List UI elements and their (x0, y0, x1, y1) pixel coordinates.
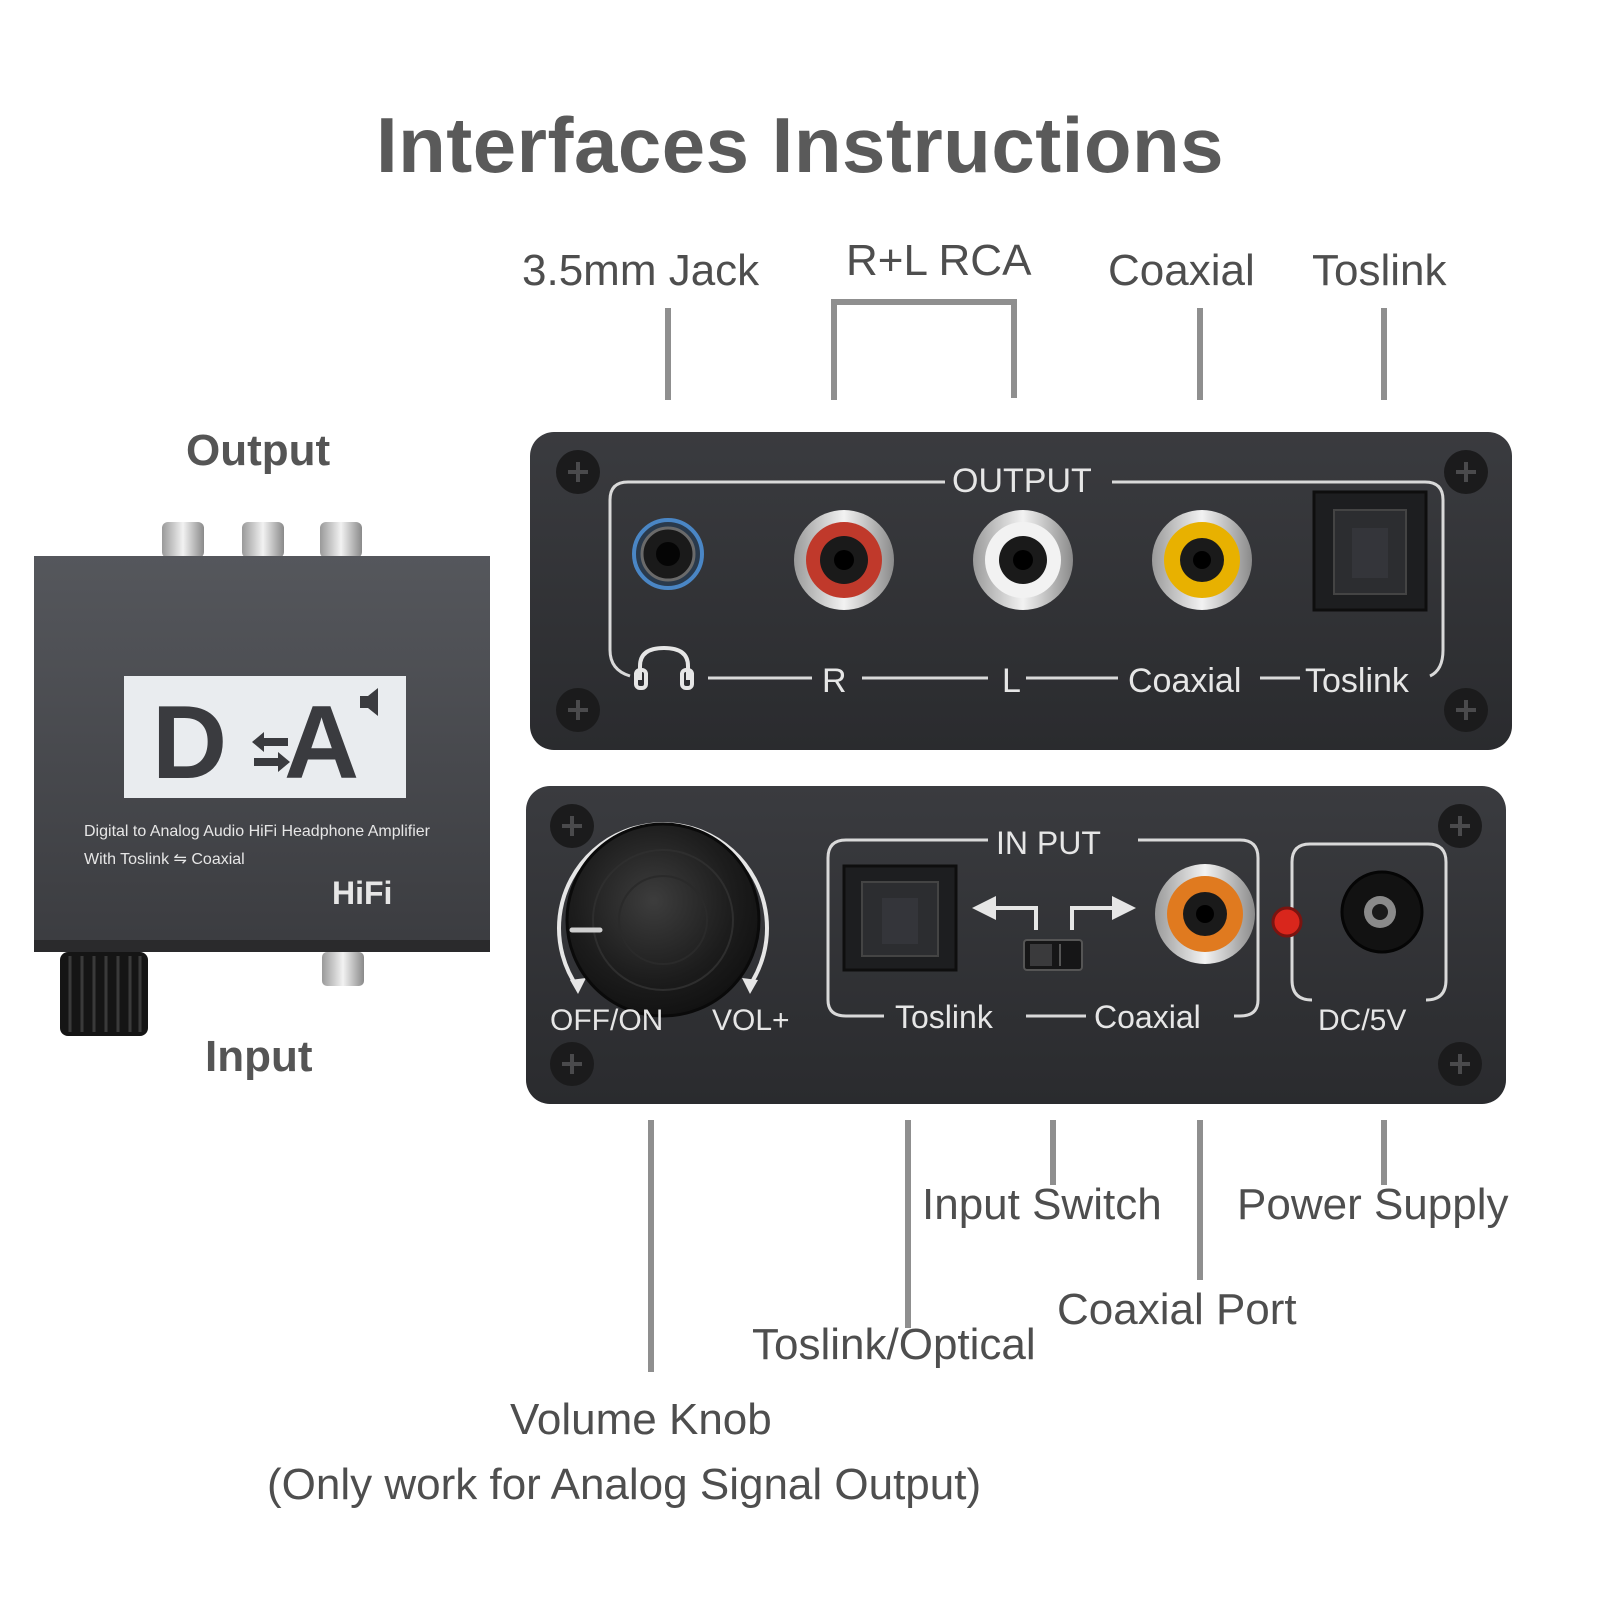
callout-rl-rca: R+L RCA (846, 236, 1032, 285)
input-panel-body (526, 786, 1506, 1104)
product-description-2: With Toslink ⇋ Coaxial (84, 851, 245, 868)
output-label-coaxial: Coaxial (1128, 662, 1241, 700)
coaxial-output-jack (1152, 510, 1252, 610)
dac-logo (124, 676, 406, 798)
output-heading: OUTPUT (952, 462, 1092, 500)
side-output-label: Output (186, 426, 331, 475)
callout-volume-knob: Volume Knob (510, 1395, 772, 1444)
label-off-on: OFF/ON (550, 1004, 663, 1037)
top-leader-lines (665, 299, 1387, 400)
logo-letter-d: D (152, 685, 227, 801)
callout-toslink-output: Toslink (1312, 246, 1447, 295)
output-label-toslink: Toslink (1305, 662, 1410, 700)
bottom-leader-lines (648, 1120, 1387, 1372)
callout-3-5mm-jack: 3.5mm Jack (522, 246, 760, 295)
hifi-mark: HiFi (332, 875, 392, 911)
callout-volume-note: (Only work for Analog Signal Output) (267, 1460, 982, 1509)
coaxial-input-jack (1155, 864, 1255, 964)
side-input-label: Input (205, 1032, 313, 1081)
callout-power-supply: Power Supply (1237, 1180, 1509, 1229)
power-led-indicator (1271, 906, 1303, 938)
label-vol-plus: VOL+ (712, 1004, 790, 1037)
input-switch[interactable] (1023, 939, 1083, 971)
side-device: D A Digital to Analog Audio HiFi Headpho… (34, 522, 490, 1036)
output-label-l: L (1002, 662, 1021, 700)
callout-input-switch: Input Switch (922, 1180, 1162, 1229)
rca-right-jack (794, 510, 894, 610)
output-panel: OUTPUT R L Coaxial Toslink (530, 432, 1512, 750)
headphone-icon (634, 645, 694, 690)
switch-direction-arrows-icon (990, 906, 1118, 930)
input-label-coaxial: Coaxial (1094, 999, 1201, 1035)
rca-left-jack (973, 510, 1073, 610)
input-panel: OFF/ON VOL+ IN PUT Toslink Coaxial DC/5V (526, 786, 1506, 1104)
input-panel-screws (550, 804, 1482, 1086)
page-title: Interfaces Instructions (375, 101, 1225, 189)
logo-letter-a: A (284, 685, 359, 801)
input-label-dc5v: DC/5V (1318, 1004, 1406, 1037)
toslink-output-port (1312, 490, 1428, 612)
product-description-1: Digital to Analog Audio HiFi Headphone A… (84, 823, 431, 840)
output-label-r: R (822, 662, 847, 700)
input-heading: IN PUT (996, 825, 1101, 861)
side-volume-knob (60, 952, 148, 1036)
toslink-input-port (842, 864, 958, 972)
volume-knob (557, 822, 769, 1018)
speaker-icon (360, 688, 378, 716)
dc-power-jack (1340, 870, 1424, 954)
logo-arrows-icon (252, 732, 290, 772)
headphone-jack (632, 518, 704, 590)
callout-coaxial-output: Coaxial (1108, 246, 1255, 295)
callout-coaxial-port: Coaxial Port (1057, 1285, 1297, 1334)
side-bottom-rca (322, 952, 364, 986)
side-top-rca-jacks (162, 522, 362, 558)
input-label-toslink: Toslink (895, 999, 994, 1035)
output-panel-screws (556, 450, 1488, 732)
callout-toslink-optical: Toslink/Optical (752, 1320, 1036, 1369)
